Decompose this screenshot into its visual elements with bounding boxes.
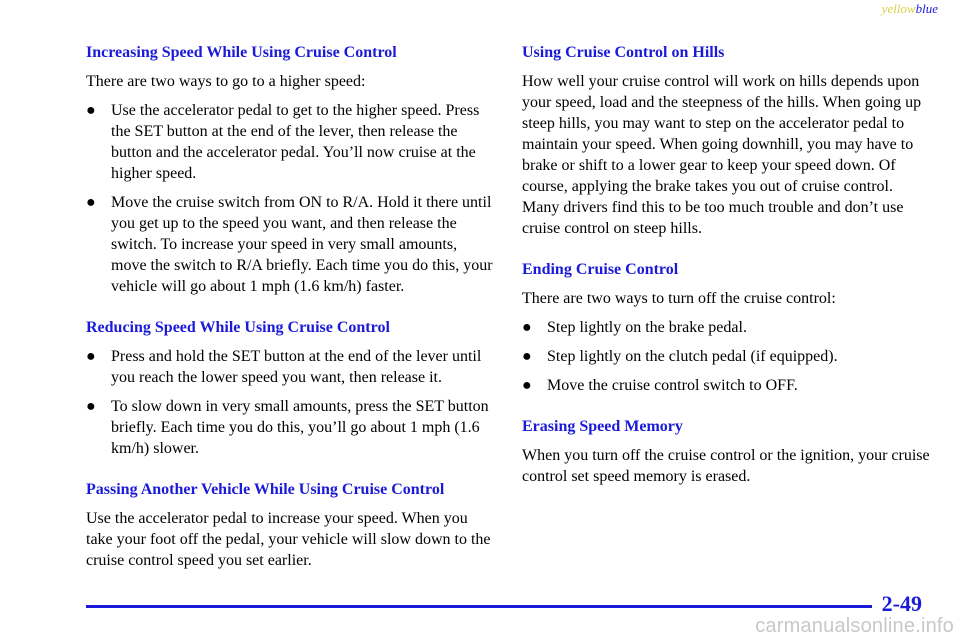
list-item-text: To slow down in very small amounts, pres… bbox=[111, 398, 489, 457]
list-item-text: Move the cruise control switch to OFF. bbox=[547, 377, 798, 394]
color-tag-yellow: yellow bbox=[881, 1, 916, 16]
passing-heading: Passing Another Vehicle While Using Crui… bbox=[86, 481, 445, 498]
footer-rule bbox=[86, 605, 872, 608]
color-tag-blue: blue bbox=[915, 1, 938, 16]
list-item-text: Step lightly on the brake pedal. bbox=[547, 319, 747, 336]
color-tag: yellowblue bbox=[882, 1, 938, 17]
increasing-speed-list: ● Use the accelerator pedal to get to the… bbox=[86, 100, 496, 297]
watermark: carmanualsonline.info bbox=[755, 615, 954, 637]
reducing-speed-heading: Reducing Speed While Using Cruise Contro… bbox=[86, 319, 390, 336]
list-item: ● Step lightly on the brake pedal. bbox=[522, 317, 932, 338]
hills-heading: Using Cruise Control on Hills bbox=[522, 44, 725, 61]
left-column: Increasing Speed While Using Cruise Cont… bbox=[86, 42, 496, 579]
passing-body: Use the accelerator pedal to increase yo… bbox=[86, 510, 491, 569]
list-item: ● Step lightly on the clutch pedal (if eq… bbox=[522, 346, 932, 367]
bullet-icon: ● bbox=[522, 348, 532, 365]
list-item-text: Use the accelerator pedal to get to the … bbox=[111, 102, 480, 182]
hills-body: How well your cruise control will work o… bbox=[522, 73, 922, 237]
increasing-speed-intro: There are two ways to go to a higher spe… bbox=[86, 73, 366, 90]
bullet-icon: ● bbox=[86, 348, 96, 365]
list-item-text: Move the cruise switch from ON to R/A. H… bbox=[111, 194, 493, 295]
ending-heading: Ending Cruise Control bbox=[522, 261, 679, 278]
ending-list: ● Step lightly on the brake pedal. ● Step … bbox=[522, 317, 932, 396]
erasing-heading: Erasing Speed Memory bbox=[522, 418, 683, 435]
list-item-text: Step lightly on the clutch pedal (if equ… bbox=[547, 348, 838, 365]
ending-intro: There are two ways to turn off the cruis… bbox=[522, 290, 836, 307]
erasing-body: When you turn off the cruise control or … bbox=[522, 447, 930, 485]
list-item: ● Move the cruise switch from ON to R/A. … bbox=[86, 192, 496, 297]
bullet-icon: ● bbox=[522, 377, 532, 394]
bullet-icon: ● bbox=[86, 194, 96, 211]
list-item-text: Press and hold the SET button at the end… bbox=[111, 348, 482, 386]
list-item: ● To slow down in very small amounts, pre… bbox=[86, 396, 496, 459]
right-column: Using Cruise Control on Hills How well y… bbox=[522, 42, 932, 495]
list-item: ● Use the accelerator pedal to get to the… bbox=[86, 100, 496, 184]
list-item: ● Move the cruise control switch to OFF. bbox=[522, 375, 932, 396]
list-item: ● Press and hold the SET button at the en… bbox=[86, 346, 496, 388]
page-number: 2-49 bbox=[881, 591, 922, 616]
increasing-speed-heading: Increasing Speed While Using Cruise Cont… bbox=[86, 44, 397, 61]
bullet-icon: ● bbox=[522, 319, 532, 336]
bullet-icon: ● bbox=[86, 398, 96, 415]
reducing-speed-list: ● Press and hold the SET button at the en… bbox=[86, 346, 496, 459]
bullet-icon: ● bbox=[86, 102, 96, 119]
